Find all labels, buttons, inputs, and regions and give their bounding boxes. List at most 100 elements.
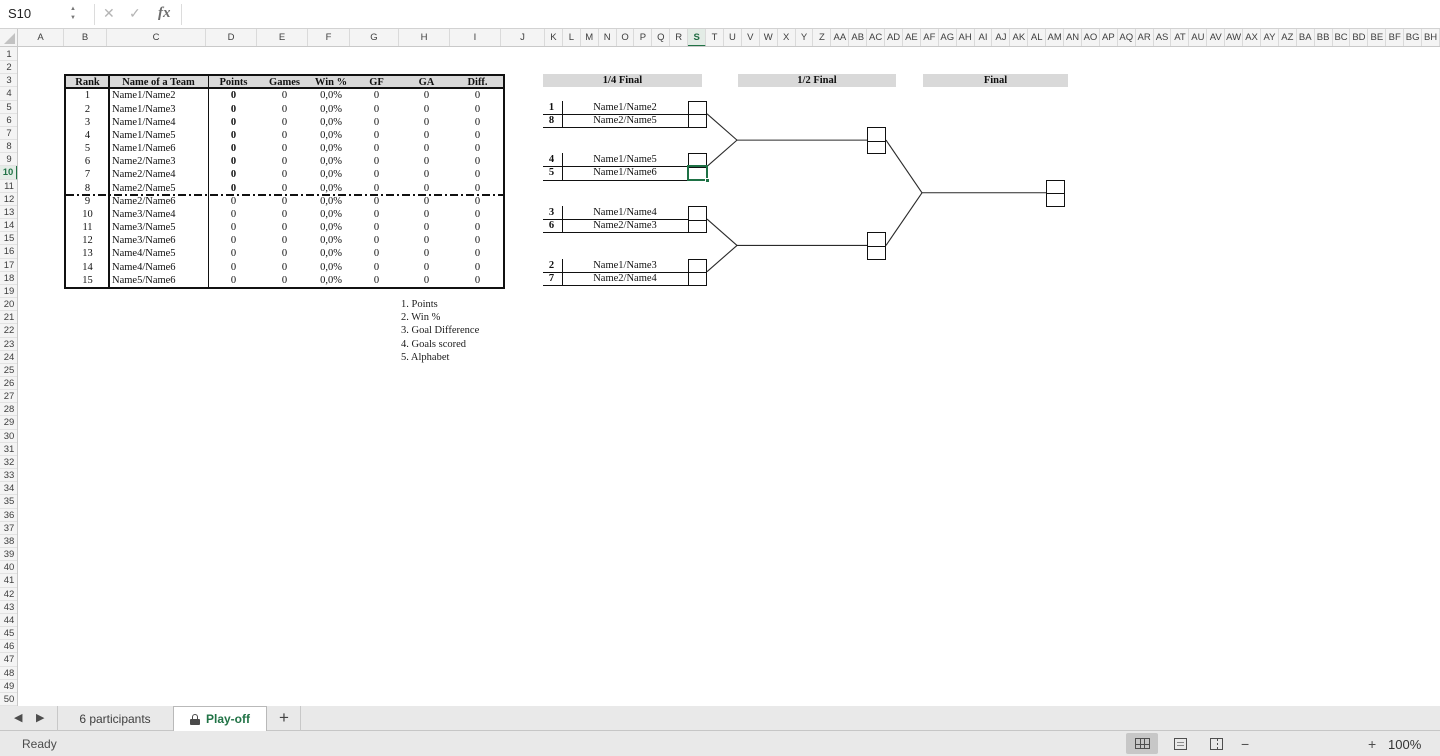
- standings-cell[interactable]: Name1/Name2: [112, 90, 176, 102]
- row-header-24[interactable]: 24: [0, 351, 17, 364]
- row-header-18[interactable]: 18: [0, 272, 17, 285]
- column-header-AX[interactable]: AX: [1243, 29, 1261, 46]
- standings-cell[interactable]: 0: [423, 274, 430, 286]
- column-header-G[interactable]: G: [350, 29, 399, 46]
- column-header-AS[interactable]: AS: [1154, 29, 1172, 46]
- team-name-top[interactable]: Name1/Name2: [593, 101, 657, 113]
- standings-cell[interactable]: 0: [474, 116, 481, 128]
- column-header-E[interactable]: E: [257, 29, 308, 46]
- standings-cell[interactable]: Name5/Name6: [112, 274, 176, 286]
- standings-cell[interactable]: 0: [474, 274, 481, 286]
- row-header-36[interactable]: 36: [0, 509, 17, 522]
- row-header-32[interactable]: 32: [0, 456, 17, 470]
- standings-cell[interactable]: 0: [373, 208, 380, 220]
- standings-cell[interactable]: 0,0%: [320, 143, 342, 155]
- standings-cell[interactable]: 0,0%: [320, 195, 342, 207]
- page-layout-view-button[interactable]: [1164, 733, 1196, 754]
- column-header-AR[interactable]: AR: [1136, 29, 1154, 46]
- quarterfinal-score-boxes-1[interactable]: [688, 100, 707, 128]
- column-header-AE[interactable]: AE: [903, 29, 921, 46]
- standings-cell[interactable]: 0: [373, 143, 380, 155]
- standings-cell[interactable]: Name2/Name3: [112, 156, 176, 168]
- standings-cell[interactable]: 0: [281, 222, 288, 234]
- standings-cell[interactable]: 0: [230, 235, 237, 247]
- standings-cell[interactable]: Name3/Name4: [112, 208, 176, 220]
- standings-cell[interactable]: 0: [423, 182, 430, 194]
- team-name-bottom[interactable]: Name2/Name3: [593, 220, 657, 232]
- row-header-27[interactable]: 27: [0, 390, 17, 404]
- standings-cell[interactable]: Name4/Name5: [112, 248, 176, 260]
- quarterfinal-score-boxes-3[interactable]: [688, 205, 707, 234]
- row-header-49[interactable]: 49: [0, 680, 17, 693]
- row-header-11[interactable]: 11: [0, 180, 17, 193]
- standings-cell[interactable]: 0: [281, 274, 288, 286]
- standings-cell[interactable]: 0: [230, 129, 237, 141]
- standings-cell[interactable]: 0: [373, 156, 380, 168]
- standings-cell[interactable]: 0: [281, 248, 288, 260]
- standings-cell[interactable]: 0: [474, 169, 481, 181]
- standings-cell[interactable]: 0,0%: [320, 274, 342, 286]
- column-header-BB[interactable]: BB: [1315, 29, 1333, 46]
- standings-cell[interactable]: 0: [373, 103, 380, 115]
- row-header-45[interactable]: 45: [0, 627, 17, 641]
- select-all-corner[interactable]: [0, 29, 18, 47]
- row-header-42[interactable]: 42: [0, 588, 17, 601]
- standings-cell[interactable]: 0: [230, 182, 237, 194]
- zoom-in-button[interactable]: +: [1368, 736, 1377, 752]
- quarterfinal-score-boxes-4[interactable]: [688, 258, 707, 286]
- standings-cell[interactable]: 0: [230, 116, 237, 128]
- column-header-A[interactable]: A: [18, 29, 64, 46]
- column-header-AY[interactable]: AY: [1261, 29, 1279, 46]
- standings-cell[interactable]: 0: [281, 90, 288, 102]
- column-header-Z[interactable]: Z: [814, 29, 832, 46]
- standings-cell[interactable]: 0: [373, 129, 380, 141]
- sheet-tab-play-off[interactable]: Play-off: [173, 706, 267, 731]
- column-header-BF[interactable]: BF: [1386, 29, 1405, 46]
- column-header-BG[interactable]: BG: [1404, 29, 1423, 46]
- column-header-AH[interactable]: AH: [957, 29, 975, 46]
- standings-cell[interactable]: Name2/Name4: [112, 169, 176, 181]
- semifinal-score-boxes-2[interactable]: [867, 232, 886, 260]
- standings-cell[interactable]: 0: [423, 195, 430, 207]
- standings-cell[interactable]: 0: [423, 90, 430, 102]
- standings-cell[interactable]: 0: [474, 195, 481, 207]
- standings-cell[interactable]: 12: [82, 235, 93, 247]
- standings-cell[interactable]: 0: [281, 182, 288, 194]
- column-header-AW[interactable]: AW: [1225, 29, 1244, 46]
- column-header-BA[interactable]: BA: [1297, 29, 1315, 46]
- row-header-17[interactable]: 17: [0, 259, 17, 272]
- standings-cell[interactable]: 0: [230, 261, 237, 273]
- row-header-26[interactable]: 26: [0, 377, 17, 391]
- zoom-out-button[interactable]: −: [1241, 736, 1250, 752]
- column-header-BD[interactable]: BD: [1351, 29, 1369, 46]
- insert-function-icon[interactable]: fx: [158, 5, 171, 21]
- standings-cell[interactable]: Name4/Name6: [112, 261, 176, 273]
- column-header-X[interactable]: X: [778, 29, 796, 46]
- row-header-16[interactable]: 16: [0, 245, 17, 259]
- row-header-21[interactable]: 21: [0, 311, 17, 325]
- standings-cell[interactable]: 14: [82, 261, 93, 273]
- column-header-AP[interactable]: AP: [1100, 29, 1118, 46]
- row-header-3[interactable]: 3: [0, 74, 17, 88]
- standings-cell[interactable]: 4: [84, 129, 91, 141]
- team-name-top[interactable]: Name1/Name5: [593, 154, 657, 166]
- standings-cell[interactable]: 15: [82, 274, 93, 286]
- column-header-C[interactable]: C: [107, 29, 206, 46]
- column-header-AA[interactable]: AA: [831, 29, 850, 46]
- standings-cell[interactable]: 0,0%: [320, 208, 342, 220]
- column-header-AJ[interactable]: AJ: [993, 29, 1011, 46]
- team-name-bottom[interactable]: Name1/Name6: [593, 167, 657, 179]
- row-header-38[interactable]: 38: [0, 535, 17, 549]
- standings-cell[interactable]: 7: [84, 169, 91, 181]
- standings-cell[interactable]: 0: [474, 143, 481, 155]
- final-score-boxes[interactable]: [1046, 179, 1065, 207]
- standings-cell[interactable]: 0: [230, 208, 237, 220]
- standings-cell[interactable]: 0: [373, 261, 380, 273]
- row-header-23[interactable]: 23: [0, 338, 17, 351]
- standings-cell[interactable]: 11: [82, 222, 93, 234]
- row-header-39[interactable]: 39: [0, 548, 17, 562]
- stepper-up-icon[interactable]: ▲: [70, 6, 76, 12]
- row-header-30[interactable]: 30: [0, 430, 17, 443]
- standings-cell[interactable]: 0,0%: [320, 182, 342, 194]
- standings-cell[interactable]: 2: [84, 103, 91, 115]
